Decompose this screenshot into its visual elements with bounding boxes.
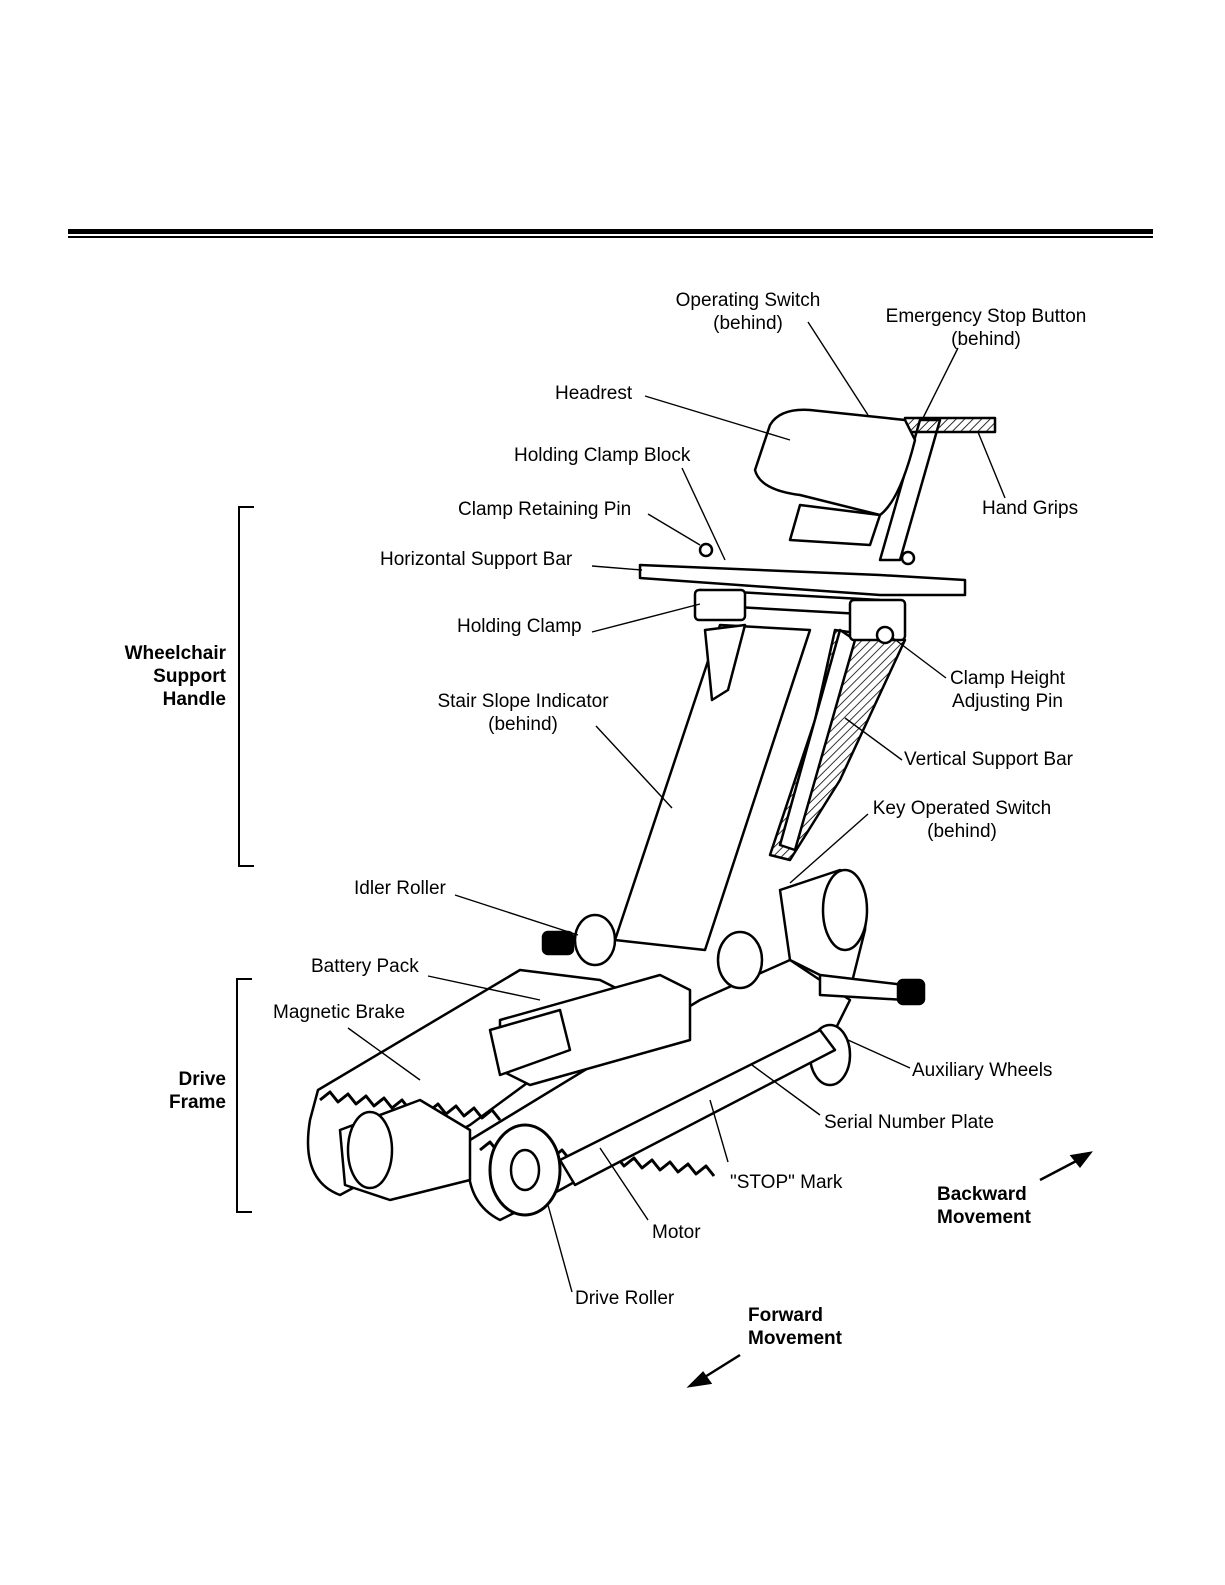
leader-magnetic-brake — [347, 1027, 421, 1081]
drive-roller-hub — [509, 1148, 541, 1192]
front-idler — [716, 930, 764, 990]
leader-horizontal-support-bar — [591, 565, 643, 571]
label-motor: Motor — [652, 1222, 701, 1243]
leader-key-switch — [789, 813, 869, 884]
motor-end — [346, 1110, 394, 1190]
leader-stair-slope — [595, 725, 673, 809]
leader-emergency-stop — [921, 347, 959, 421]
label-line: Emergency Stop Button — [885, 306, 1087, 327]
leader-stop-mark — [709, 1099, 729, 1163]
machine-drawing — [306, 408, 997, 1222]
left-clamp-pin — [698, 542, 714, 558]
brake-housing — [488, 1008, 572, 1077]
left-clamp — [693, 588, 747, 622]
group-line: Drive — [178, 1069, 226, 1090]
label-line: (behind) — [488, 714, 558, 735]
leader-headrest — [644, 395, 791, 441]
label-line: (behind) — [927, 821, 997, 842]
right-clamp-pin — [900, 550, 916, 566]
leader-vertical-support-bar — [844, 717, 903, 761]
label-operating-switch: Operating Switch (behind) — [662, 289, 834, 335]
label-headrest: Headrest — [555, 383, 633, 404]
group-line: Handle — [162, 689, 226, 710]
forward-arrow-head — [686, 1371, 713, 1388]
label-stop-mark: "STOP" Mark — [730, 1172, 843, 1193]
leader-serial-plate — [751, 1064, 821, 1116]
label-line: Stair Slope Indicator — [437, 691, 609, 712]
rear-wheel — [821, 868, 869, 952]
label-hand-grips: Hand Grips — [982, 498, 1079, 519]
label-line: Key Operated Switch — [872, 798, 1052, 819]
backward-arrow-head — [1069, 1151, 1093, 1169]
hand-grip — [903, 416, 997, 434]
leader-drive-roller — [547, 1204, 573, 1293]
label-holding-clamp-block: Holding Clamp Block — [514, 445, 691, 466]
side-frame — [558, 1028, 837, 1187]
leader-auxiliary-wheels — [847, 1039, 911, 1069]
label-key-operated-switch: Key Operated Switch (behind) — [862, 797, 1062, 843]
forward-arrow-shaft — [699, 1353, 741, 1382]
direction-line: Movement — [748, 1328, 842, 1349]
leader-holding-clamp — [591, 603, 701, 633]
label-clamp-retaining-pin: Clamp Retaining Pin — [458, 499, 632, 520]
group-wheelchair-support-handle: Wheelchair Support Handle — [96, 642, 226, 711]
leader-operating-switch — [807, 321, 869, 416]
label-idler-roller: Idler Roller — [354, 878, 446, 899]
group-line: Support — [153, 666, 226, 687]
leader-clamp-retaining-pin — [647, 513, 701, 546]
direction-arrows — [686, 1151, 1093, 1388]
label-holding-clamp: Holding Clamp — [457, 616, 582, 637]
label-auxiliary-wheels: Auxiliary Wheels — [912, 1060, 1053, 1081]
leader-lines — [347, 321, 1006, 1293]
label-line: (behind) — [951, 329, 1021, 350]
direction-line: Forward — [748, 1305, 823, 1326]
headrest-back — [788, 503, 882, 547]
leader-motor — [599, 1147, 649, 1221]
label-line: (behind) — [713, 313, 783, 334]
header-rule-thick — [68, 229, 1153, 234]
leader-holding-clamp-block — [681, 467, 726, 561]
idler-knob — [541, 930, 575, 956]
main-column — [613, 623, 812, 952]
direction-line: Movement — [937, 1207, 1031, 1228]
label-magnetic-brake: Magnetic Brake — [273, 1002, 406, 1023]
idler-roller-wheel — [573, 913, 617, 967]
label-line: Clamp Height — [949, 668, 1066, 689]
group-drive-frame: Drive Frame — [116, 1068, 226, 1114]
drive-frame-bracket — [236, 978, 252, 1213]
leader-battery-pack — [427, 975, 541, 1001]
label-serial-number-plate: Serial Number Plate — [824, 1112, 995, 1133]
label-line: Operating Switch — [675, 290, 821, 311]
label-stair-slope-indicator: Stair Slope Indicator (behind) — [425, 690, 621, 736]
label-line: Adjusting Pin — [952, 691, 1063, 712]
horizontal-support-bar — [638, 563, 967, 597]
label-forward-movement: Forward Movement — [748, 1304, 842, 1350]
header-rule-thin — [68, 236, 1153, 238]
clamp-height-pin — [875, 625, 895, 645]
support-handle-bracket — [238, 506, 254, 867]
label-vertical-support-bar: Vertical Support Bar — [904, 749, 1073, 770]
label-drive-roller: Drive Roller — [575, 1288, 675, 1309]
auxiliary-knob — [896, 978, 926, 1006]
direction-line: Backward — [937, 1184, 1027, 1205]
leader-idler-roller — [454, 894, 579, 936]
leader-clamp-height-pin — [892, 637, 947, 679]
auxiliary-bar — [818, 973, 907, 1002]
label-clamp-height-adjusting-pin: Clamp Height Adjusting Pin — [940, 667, 1075, 713]
label-horizontal-support-bar: Horizontal Support Bar — [380, 549, 573, 570]
headrest — [753, 408, 917, 517]
group-line: Wheelchair — [124, 643, 226, 664]
leader-hand-grips — [977, 431, 1006, 499]
vertical-bar-left — [703, 623, 747, 702]
label-backward-movement: Backward Movement — [937, 1183, 1031, 1229]
group-line: Frame — [168, 1092, 226, 1113]
label-battery-pack: Battery Pack — [311, 956, 419, 977]
label-emergency-stop-button: Emergency Stop Button (behind) — [872, 305, 1100, 351]
